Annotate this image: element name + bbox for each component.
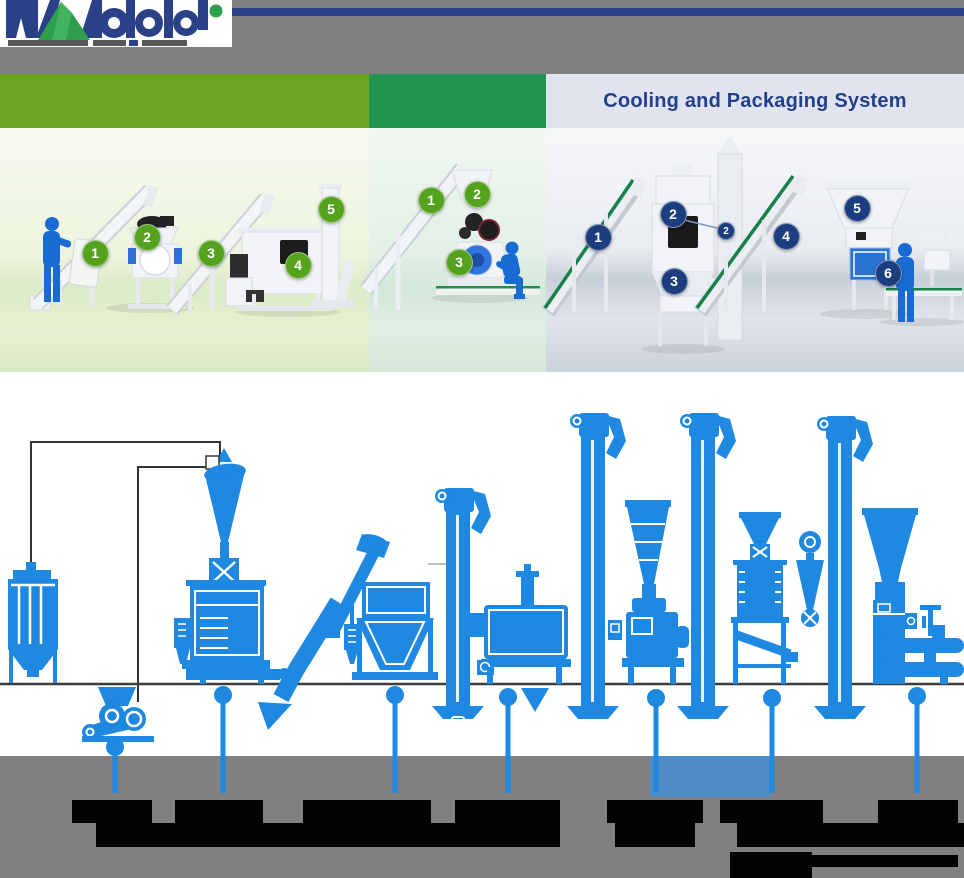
callout-markers bbox=[106, 686, 926, 793]
bucket-elevator bbox=[814, 416, 873, 736]
callout-dot bbox=[214, 686, 232, 793]
bucket-elevator bbox=[677, 413, 736, 736]
photo-marker-4: 4 bbox=[772, 222, 800, 250]
process-flow-diagram bbox=[0, 413, 964, 878]
small-cyclone bbox=[796, 531, 824, 627]
horizontal-mixer bbox=[470, 564, 571, 712]
pellet-mill bbox=[608, 500, 689, 684]
photo-mixer bbox=[225, 228, 334, 311]
logo-tagline-redacted bbox=[8, 40, 187, 46]
photo-marker-1: 1 bbox=[81, 239, 109, 267]
brand-logo-icon bbox=[6, 0, 223, 46]
photo-marker-3: 3 bbox=[445, 248, 473, 276]
photo-marker-2: 2 bbox=[463, 180, 491, 208]
banner-section-2 bbox=[369, 74, 546, 128]
photo-cooler bbox=[651, 164, 715, 346]
footer-label-band bbox=[0, 756, 964, 878]
highlighted-label-box bbox=[650, 756, 770, 797]
callout-dot bbox=[499, 688, 517, 793]
photo-marker-4: 4 bbox=[284, 251, 312, 279]
logo-leaf-icon bbox=[209, 4, 223, 18]
bucket-elevators bbox=[432, 413, 873, 736]
photo-marker-1: 1 bbox=[584, 223, 612, 251]
cyclone-separator bbox=[204, 448, 246, 586]
dust-collector bbox=[8, 562, 58, 683]
photo-marker-5: 5 bbox=[317, 195, 345, 223]
process-flow-area bbox=[0, 372, 964, 878]
page-header bbox=[0, 0, 964, 74]
banner-section-cooling-packaging: Cooling and Packaging System bbox=[546, 74, 964, 128]
bucket-elevator bbox=[432, 488, 491, 730]
section-banner: Cooling and Packaging System bbox=[0, 74, 964, 128]
inclined-screw-conveyor bbox=[324, 534, 390, 638]
callout-dot bbox=[106, 738, 124, 793]
photo-marker-3: 3 bbox=[660, 267, 688, 295]
banner-section-3-label: Cooling and Packaging System bbox=[603, 89, 907, 112]
bucket-elevator bbox=[567, 413, 626, 733]
callout-dot bbox=[386, 686, 404, 793]
photo-cooling-conveyor-2 bbox=[693, 174, 809, 317]
brand-logo[interactable] bbox=[0, 0, 232, 47]
dryer-machine bbox=[174, 580, 290, 684]
callout-dot bbox=[908, 687, 926, 793]
photo-marker-6: 6 bbox=[874, 259, 902, 287]
discharge-chute-arrow bbox=[258, 597, 346, 730]
marker-connector-line bbox=[679, 218, 722, 230]
photo-inclined-conveyor-3 bbox=[360, 163, 468, 310]
photo-marker-5: 5 bbox=[843, 194, 871, 222]
photo-marker-1: 1 bbox=[417, 186, 445, 214]
photo-worker-2 bbox=[496, 241, 525, 299]
photo-marker-2: 2 bbox=[717, 222, 735, 240]
banner-section-1 bbox=[0, 74, 369, 128]
header-divider-stripe bbox=[232, 8, 964, 16]
photo-worker-1 bbox=[43, 217, 72, 302]
photo-equipment-art bbox=[29, 136, 964, 354]
crusher bbox=[82, 687, 154, 742]
air-pipe-lines bbox=[30, 441, 221, 702]
callout-dot bbox=[647, 689, 665, 793]
surge-hopper bbox=[344, 563, 452, 680]
photo-marker-2: 2 bbox=[133, 223, 161, 251]
counterflow-cooler bbox=[731, 512, 798, 684]
packing-machine bbox=[862, 508, 964, 684]
photo-bag-sewing-conveyor bbox=[886, 228, 962, 320]
photo-marker-3: 3 bbox=[197, 239, 225, 267]
callout-dot bbox=[763, 689, 781, 793]
photo-marker-2: 2 bbox=[659, 200, 687, 228]
